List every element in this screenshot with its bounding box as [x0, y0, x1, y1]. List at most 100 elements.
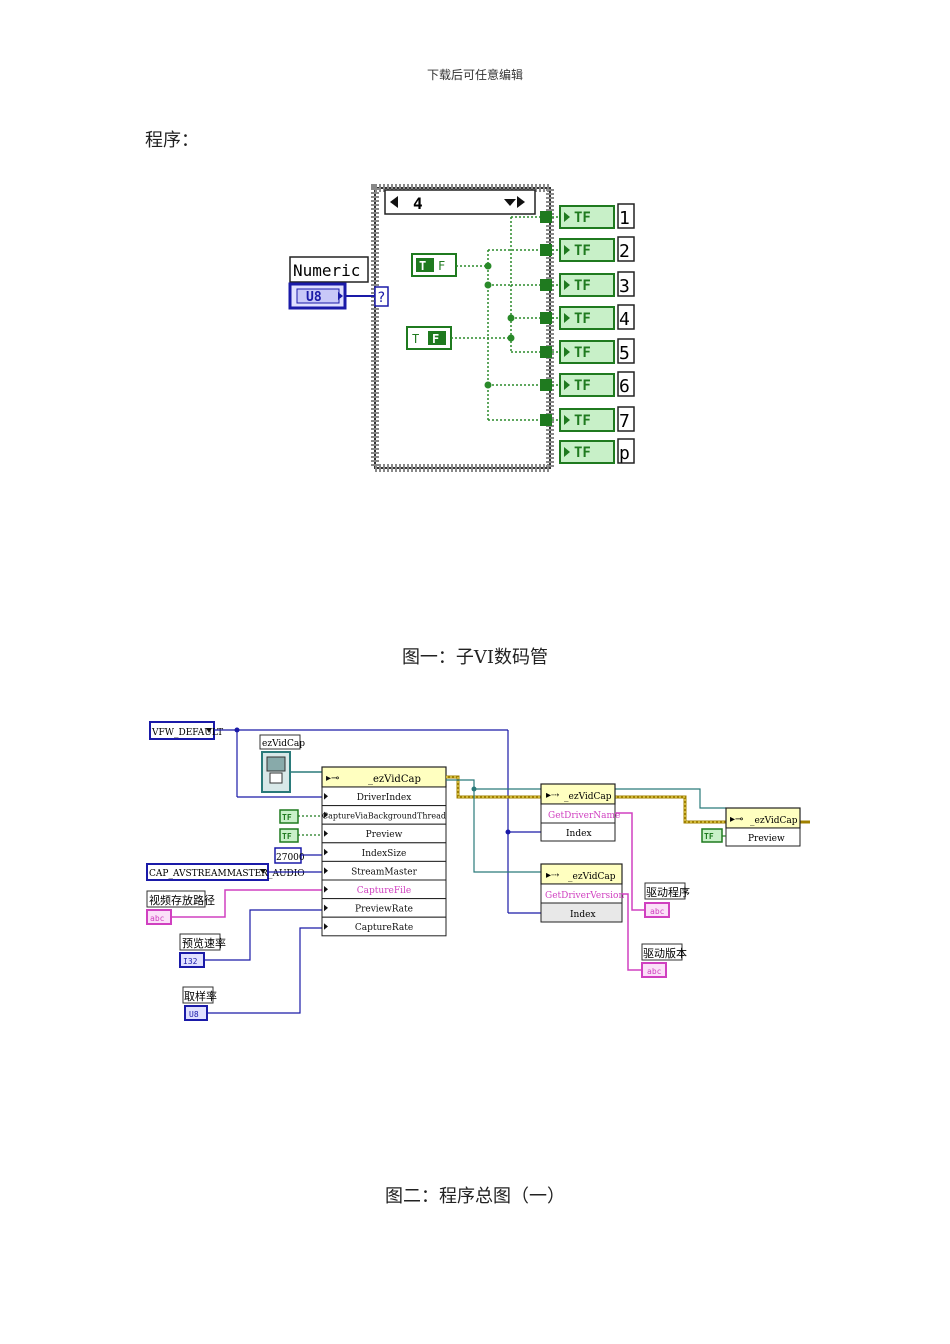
property-label: StreamMaster — [351, 867, 417, 877]
output-label: 6 — [619, 376, 630, 397]
preview-rate-type: I32 — [183, 957, 198, 966]
output-tunnel — [540, 211, 552, 223]
method1-icon: ▸⇢ — [546, 790, 560, 801]
driver-version-type: abc — [647, 967, 662, 976]
header-note: 下载后可任意编辑 — [426, 68, 523, 82]
method2-title: _ezVidCap — [568, 872, 616, 882]
case-dropdown-icon[interactable] — [504, 199, 516, 206]
property-label: CaptureFile — [357, 886, 411, 896]
case-next-icon[interactable] — [517, 196, 525, 208]
tf-constant-3[interactable]: TF — [701, 828, 723, 843]
tf-constant-2[interactable]: TF — [279, 828, 299, 843]
index-junction — [505, 829, 511, 835]
output-label: 1 — [619, 208, 630, 229]
output-label: 7 — [619, 411, 630, 432]
driver-name-label: 驱动程序 — [646, 885, 690, 899]
property-label: Preview — [366, 830, 403, 840]
case-selector-value: 4 — [413, 194, 423, 213]
case-prev-icon[interactable] — [390, 196, 398, 208]
ezvidcap-refnum[interactable]: ezVidCap — [259, 734, 305, 793]
bool-terminal-label: TF — [574, 243, 591, 259]
numeric-type: U8 — [306, 290, 322, 305]
capture-rate-control[interactable]: 取样率 U8 — [182, 986, 217, 1021]
output-indicator-6: TF 6 — [540, 371, 635, 397]
ring-audio-dropdown-icon[interactable] — [260, 869, 266, 874]
driver-version-wire — [622, 893, 642, 971]
bool-terminal-label: TF — [574, 311, 591, 327]
numeric-control[interactable]: Numeric U8 — [288, 256, 369, 310]
output-tunnel — [540, 346, 552, 358]
capture-rate-label: 取样率 — [184, 989, 217, 1003]
ring-audio-label: CAP_AVSTREAMMASTER_AUDIO — [149, 869, 305, 879]
index-size-value: 27000 — [276, 853, 305, 863]
method2-icon: ▸⇢ — [546, 870, 560, 881]
ring-dropdown-icon[interactable] — [206, 728, 212, 733]
property-label: CaptureViaBackgroundThread — [322, 812, 446, 821]
tf-constant-1[interactable]: TF — [279, 809, 299, 824]
true-constant[interactable]: T F — [411, 253, 457, 277]
driver-name-type: abc — [650, 907, 665, 916]
false-constant[interactable]: T F — [406, 326, 452, 350]
method-node-get-driver-version[interactable]: ▸⇢ _ezVidCap GetDriverVersion Index — [540, 863, 624, 923]
selector-terminal-label: ? — [377, 290, 385, 306]
property-node-preview[interactable]: ▸⊸ _ezVidCap Preview — [725, 807, 801, 847]
driver-name-indicator: 驱动程序 abc — [644, 882, 690, 918]
path-wire — [171, 889, 322, 918]
false-const-t: T — [412, 332, 419, 346]
method1-title: _ezVidCap — [564, 792, 612, 802]
true-const-f: F — [438, 259, 445, 273]
ring-vfw-default[interactable]: VFW_DEFAULT — [149, 721, 223, 740]
preview-node-prop: Preview — [748, 834, 785, 844]
driver-version-indicator: 驱动版本 abc — [641, 943, 687, 978]
preview-node-title: _ezVidCap — [750, 816, 798, 826]
output-tunnel — [540, 379, 552, 391]
output-label: 5 — [619, 343, 630, 364]
ezvidcap-label: ezVidCap — [262, 739, 305, 749]
index-size-constant[interactable]: 27000 — [274, 847, 305, 864]
preview-node-icon: ▸⊸ — [730, 814, 743, 825]
preview-rate-control[interactable]: 预览速率 I32 — [179, 933, 226, 968]
wire-junctions — [484, 262, 515, 389]
video-path-type: abc — [150, 914, 165, 923]
ring-junction — [234, 727, 240, 733]
output-tunnel — [540, 244, 552, 256]
video-path-label: 视频存放路径 — [149, 893, 215, 907]
bool-terminal-label: TF — [574, 445, 591, 461]
capture-rate-wire — [207, 927, 322, 1014]
property-node-main[interactable]: ▸⊸ _ezVidCap — [321, 766, 447, 788]
output-label: 2 — [619, 241, 630, 262]
section-label: 程序： — [145, 130, 199, 151]
capture-rate-type: U8 — [189, 1010, 199, 1019]
method2-name: GetDriverVersion — [545, 891, 624, 901]
false-const-label: F — [432, 332, 439, 346]
driver-version-label: 驱动版本 — [643, 946, 687, 960]
method1-param: Index — [566, 829, 592, 839]
output-label: p — [619, 443, 630, 464]
video-path-control[interactable]: 视频存放路径 abc — [146, 890, 215, 925]
preview-rate-wire — [204, 909, 322, 961]
method1-name: GetDriverName — [548, 811, 620, 821]
property-row[interactable] — [321, 916, 447, 937]
bool-terminal-label: TF — [574, 378, 591, 394]
index-wires — [214, 729, 541, 914]
output-tunnel — [540, 312, 552, 324]
output-label: 3 — [619, 276, 630, 297]
ring-default-label: VFW_DEFAULT — [151, 728, 223, 738]
property-label: DriverIndex — [357, 793, 412, 803]
tf-constant-2-label: TF — [282, 832, 292, 841]
method-node-get-driver-name[interactable]: ▸⇢ _ezVidCap GetDriverName Index — [540, 783, 620, 842]
property-label: CaptureRate — [355, 923, 413, 933]
output-indicator-5: TF 5 — [540, 338, 635, 364]
figure-2-caption: 图二：程序总图（一） — [385, 1186, 565, 1207]
bool-terminal-label: TF — [574, 345, 591, 361]
figure-1-caption: 图一：子VI数码管 — [401, 647, 549, 668]
property-label: IndexSize — [362, 849, 407, 859]
output-tunnel — [540, 414, 552, 426]
